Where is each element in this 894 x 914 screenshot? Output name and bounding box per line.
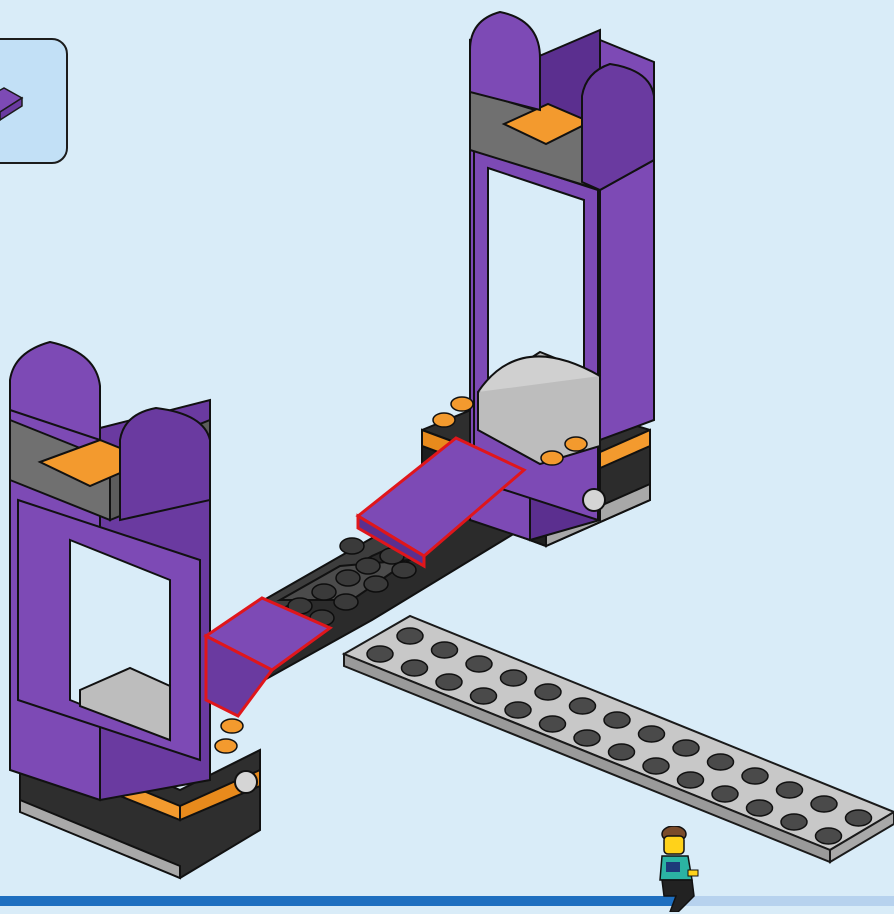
plate-stud <box>742 768 768 784</box>
plate-stud <box>777 782 803 798</box>
plate-stud <box>436 674 462 690</box>
plate-stud <box>540 716 566 732</box>
plate-stud <box>678 772 704 788</box>
plate-stud <box>471 688 497 704</box>
plate-stud <box>402 660 428 676</box>
plate-stud <box>747 800 773 816</box>
plate-stud <box>712 786 738 802</box>
plate-stud <box>432 642 458 658</box>
plate-stud <box>609 744 635 760</box>
left-tower <box>10 342 260 878</box>
plate-stud <box>570 698 596 714</box>
plate-stud <box>708 754 734 770</box>
plate-stud <box>846 810 872 826</box>
plate-stud <box>501 670 527 686</box>
plate-stud <box>367 646 393 662</box>
plate-stud <box>816 828 842 844</box>
plate-stud <box>781 814 807 830</box>
plate-stud <box>673 740 699 756</box>
walking-minifigure-icon <box>648 826 708 912</box>
gray-plate-long <box>344 616 894 862</box>
plate-stud <box>643 758 669 774</box>
plate-stud <box>639 726 665 742</box>
plate-stud <box>466 656 492 672</box>
progress-track <box>0 896 894 906</box>
plate-stud <box>574 730 600 746</box>
plate-stud <box>535 684 561 700</box>
plate-stud <box>811 796 837 812</box>
plate-stud <box>397 628 423 644</box>
plate-stud <box>604 712 630 728</box>
plate-stud <box>505 702 531 718</box>
progress-fill <box>0 896 679 906</box>
